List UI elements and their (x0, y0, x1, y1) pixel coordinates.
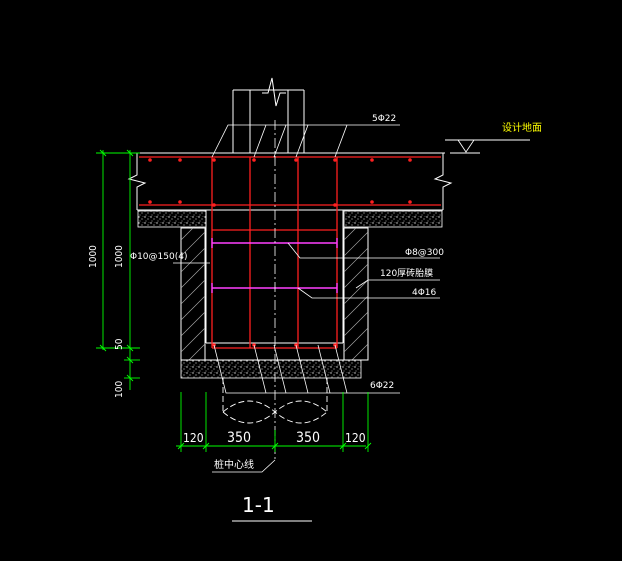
column-stub (232, 77, 305, 153)
label-stirrups: Φ10@150(4) (130, 252, 187, 262)
beam-body (205, 210, 344, 344)
label-membrane: 120厚砖胎膜 (380, 267, 433, 279)
brick-membrane (180, 227, 369, 361)
dim-width-right-half: 350 (296, 430, 320, 446)
dim-height-50: 50 (114, 338, 125, 350)
rebar-cage (139, 156, 441, 349)
label-bottom-bars: 6Φ22 (370, 381, 394, 391)
leader-lines (173, 124, 440, 473)
dim-height-100: 100 (114, 381, 125, 398)
label-ground-level: 设计地面 (502, 121, 542, 134)
stirrups (211, 238, 338, 293)
piles (222, 378, 328, 424)
section-title: 1-1 (242, 493, 275, 517)
dim-height-total: 1000 (88, 245, 99, 268)
dim-width-left-wall: 120 (183, 431, 204, 445)
rebar-dots (148, 158, 412, 347)
dim-width-left-half: 350 (227, 430, 251, 446)
break-line (262, 77, 286, 107)
gravel-cushion-left (137, 210, 207, 228)
top-slab (127, 152, 453, 211)
label-pile-centerline: 桩中心线 (214, 458, 254, 471)
ground-level-symbol (445, 139, 530, 154)
dim-height-inner: 1000 (114, 245, 125, 268)
dimension-lines (96, 149, 372, 452)
dim-width-right-wall: 120 (345, 431, 366, 445)
label-side-bars: 4Φ16 (412, 288, 437, 298)
label-distribution-bars: Φ8@300 (405, 248, 444, 258)
gravel-cushion-bottom (180, 359, 362, 379)
label-top-bars: 5Φ22 (372, 114, 396, 124)
gravel-cushion-right (343, 210, 443, 228)
